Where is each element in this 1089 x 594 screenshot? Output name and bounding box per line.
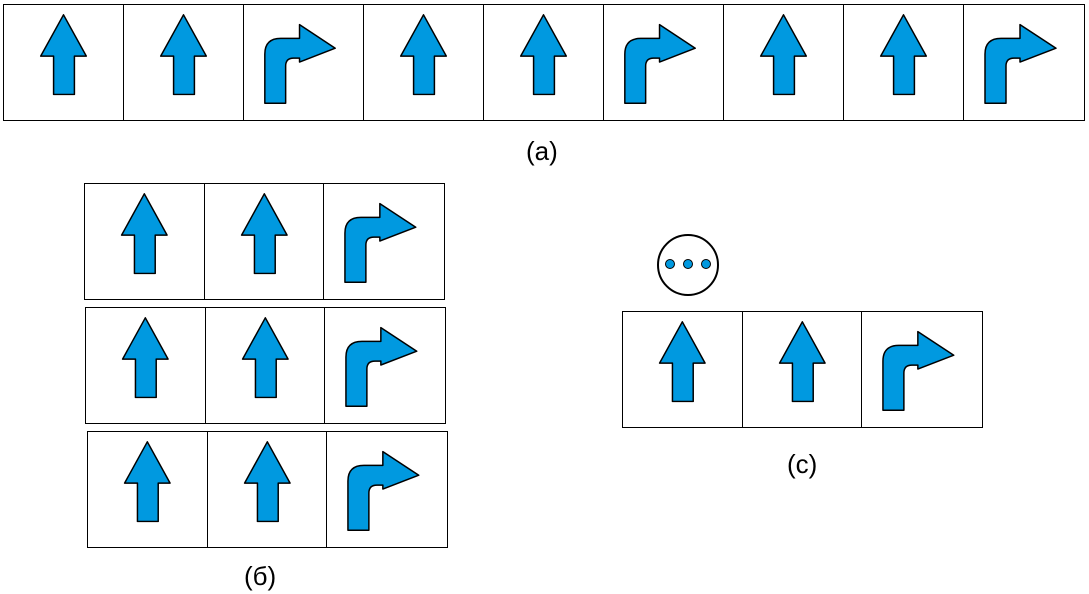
command-cell [85, 184, 205, 299]
arrow-up-icon [519, 14, 568, 96]
command-cell [724, 5, 844, 120]
command-cell [124, 5, 244, 120]
arrow-up-icon [241, 317, 289, 399]
caption-b: (б) [244, 561, 277, 591]
command-cell [327, 432, 447, 547]
arrow-up-icon [759, 14, 808, 96]
turn-right-arrow-icon [882, 330, 955, 412]
turn-right-arrow-icon [347, 450, 420, 532]
command-cell [623, 312, 743, 427]
arrow-up-icon [240, 193, 288, 275]
sequence-c-strip [622, 311, 983, 428]
ellipsis-circle-icon [657, 234, 719, 296]
arrow-up-icon [121, 317, 169, 399]
turn-right-arrow-icon [624, 23, 696, 105]
command-cell [88, 432, 208, 547]
sequence-b-strip-3 [87, 431, 448, 548]
command-cell [743, 312, 863, 427]
sequence-b-strip-2 [85, 307, 446, 424]
command-cell [86, 308, 206, 423]
dot-icon [701, 259, 711, 269]
command-cell [208, 432, 328, 547]
command-cell [205, 184, 325, 299]
arrow-up-icon [778, 321, 826, 403]
command-cell [604, 5, 724, 120]
arrow-up-icon [658, 321, 706, 403]
command-cell [324, 184, 444, 299]
command-cell [4, 5, 124, 120]
dot-icon [683, 259, 693, 269]
arrow-up-icon [123, 441, 171, 523]
caption-c: (c) [787, 449, 818, 479]
arrow-up-icon [399, 14, 448, 96]
command-cell [325, 308, 445, 423]
turn-right-arrow-icon [344, 202, 417, 284]
arrow-up-icon [159, 14, 208, 96]
arrow-up-icon [120, 193, 168, 275]
arrow-up-icon [39, 14, 88, 96]
sequence-b-strip-1 [84, 183, 445, 300]
arrow-up-icon [243, 441, 291, 523]
turn-right-arrow-icon [264, 23, 336, 105]
command-cell [364, 5, 484, 120]
command-cell [844, 5, 964, 120]
arrow-up-icon [879, 14, 928, 96]
turn-right-arrow-icon [345, 326, 418, 408]
command-cell [206, 308, 326, 423]
command-cell [964, 5, 1084, 120]
command-cell [862, 312, 982, 427]
caption-a: (a) [526, 136, 558, 166]
sequence-a-strip [3, 4, 1085, 121]
dot-icon [665, 259, 675, 269]
turn-right-arrow-icon [984, 23, 1057, 105]
command-cell [484, 5, 604, 120]
command-cell [244, 5, 364, 120]
